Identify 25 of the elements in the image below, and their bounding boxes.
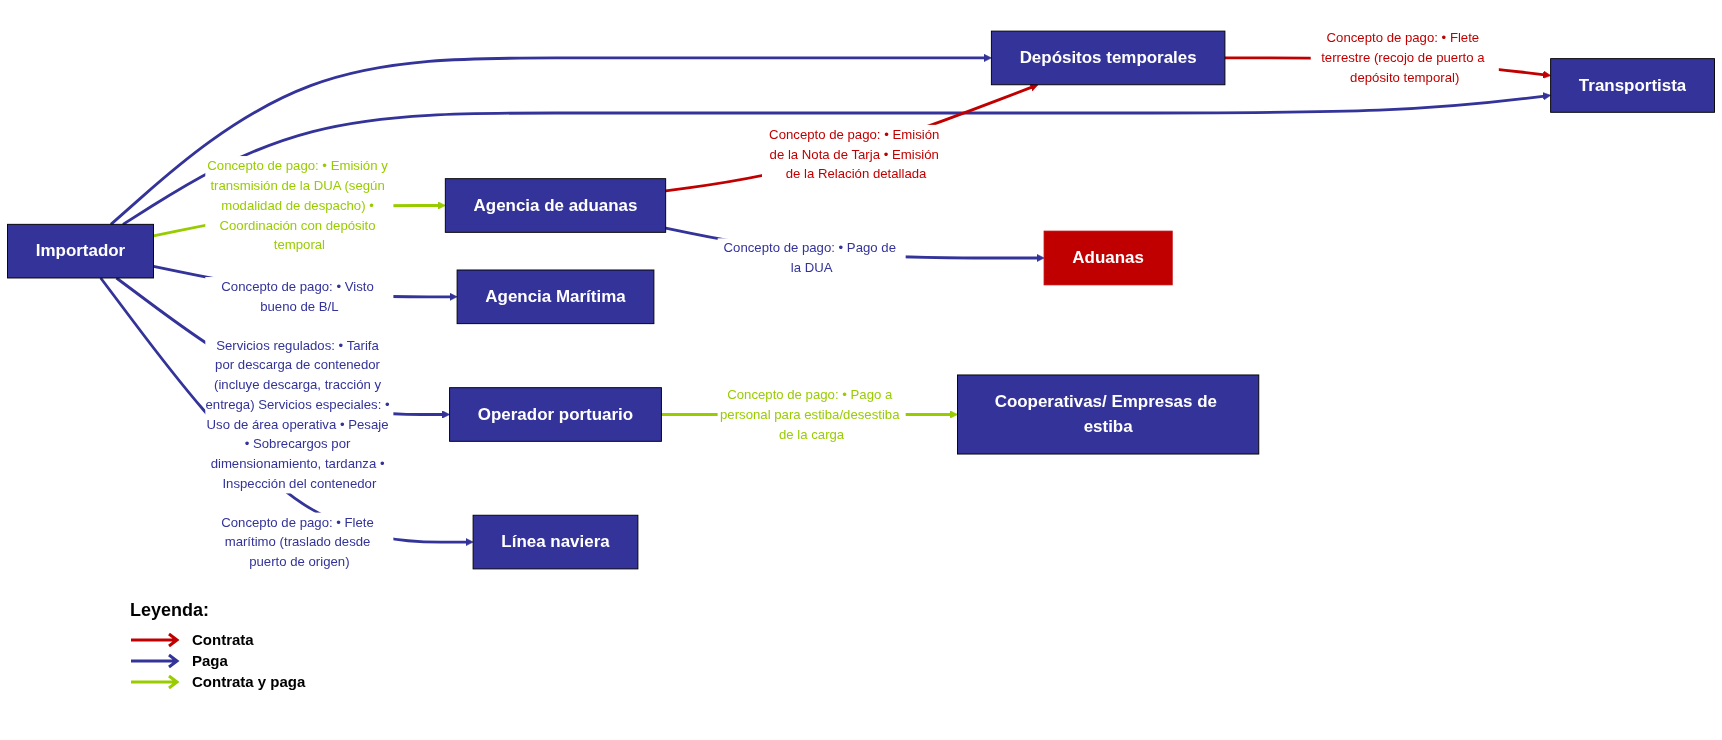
- edge-label: Concepto de pago: • Emisión y transmisión de la DUA (según modalidad de despacho) • Coordinación con depósito temporal: [207, 157, 388, 253]
- flowchart: Concepto de pago: • Emisión y transmisión de la DUA (según modalidad de despacho) • Coordinación con depósito temporal Concepto de pago: • Emisión de la Nota de Tarja • Emisión de la Relación detallada Concepto de pago: • Flete terrestre (recojo de puerto a depósito temporal) Concepto de pago: • Pago de la DUA Concepto de pago: • Visto bueno de B/L Servicios regulados: • Tarifa por descarga de contenedor (incluye descarga, tracción y entrega) Servicios especiales: • Uso de área operativa • Pesaje • Sobrecargos por dimensionamiento, tardanza • Inspección del contenedor Concepto de pago: • Pago a personal para estiba/desestiba de la carga Concepto de pago: • Flete marítimo (traslado desde puerto de origen) Importador Agencia de aduanas Agencia Marítima Operador portuario Línea naviera Depósitos temporales Aduanas Cooperativas/ Empresas de estiba Transportista: [0, 0, 1722, 600]
- node-box: [7, 223, 154, 279]
- arrow: [122, 92, 1551, 226]
- node-box: [1043, 230, 1173, 286]
- edge-label: Servicios regulados: • Tarifa por descarga de contenedor (incluye descarga, tracción y entrega) Servicios especiales: • Uso de área operativa • Pesaje • Sobrecargos por dimensionamiento, tardanza • Inspección del contenedor: [205, 337, 390, 491]
- legend-label: Contrata: [192, 631, 254, 648]
- edge-label: Concepto de pago: • Pago de la DUA: [723, 240, 896, 275]
- arrow: [109, 53, 992, 226]
- node-box: [449, 387, 662, 442]
- node-box: [472, 514, 639, 570]
- edge-label: Concepto de pago: • Visto bueno de B/L: [221, 278, 374, 314]
- legend-heading: Leyenda:: [130, 600, 210, 621]
- edge-label: Concepto de pago: • Pago a personal para estiba/desestiba de la carga: [720, 386, 900, 442]
- node-box: [456, 269, 655, 325]
- node-box: [1550, 58, 1715, 113]
- edge-label: Concepto de pago: • Flete marítimo (traslado desde puerto de origen): [221, 514, 374, 569]
- node-box: [990, 30, 1226, 86]
- legend-label: Paga: [192, 652, 228, 669]
- node-box: [957, 374, 1260, 455]
- arrow: [665, 83, 1039, 193]
- node-box: [444, 178, 667, 233]
- legend-label: Contrata y paga: [192, 673, 306, 690]
- edge-label: Concepto de pago: • Emisión de la Nota de Tarja • Emisión de la Relación detallada: [769, 126, 940, 182]
- edge-label: Concepto de pago: • Flete terrestre (recojo de puerto a depósito temporal): [1321, 30, 1485, 85]
